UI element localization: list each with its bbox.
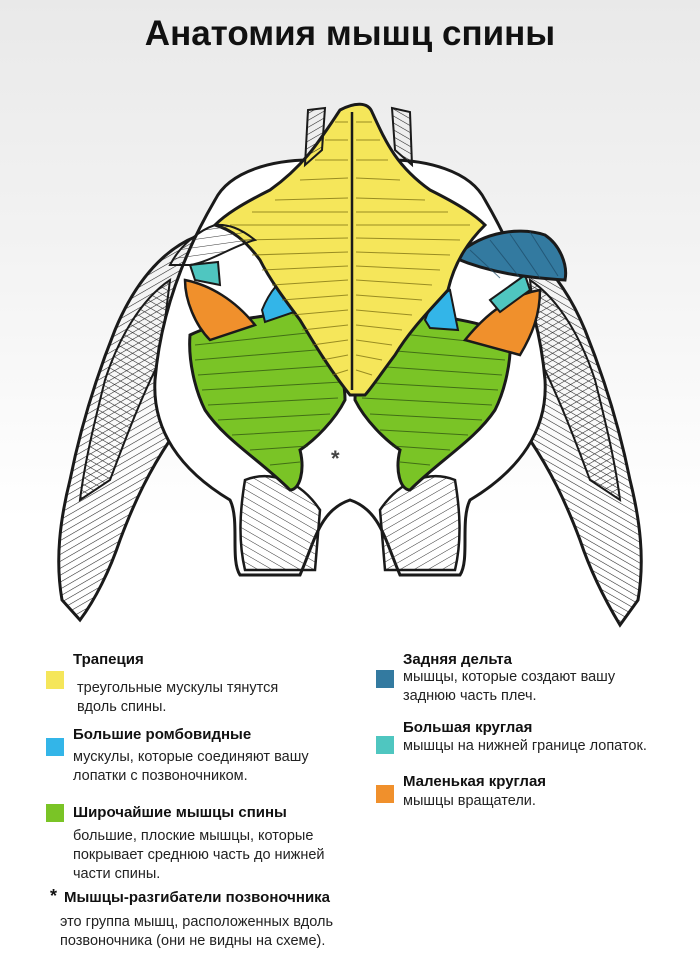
rear-delt-desc: мышцы, которые создают вашу заднюю часть… bbox=[403, 669, 616, 704]
erector-desc: это группа мышц, расположенных вдоль поз… bbox=[60, 914, 334, 949]
page-title: Анатомия мышц спины bbox=[144, 14, 556, 53]
left-teres-major bbox=[188, 260, 222, 287]
teres-major-desc: мышцы на нижней границе лопаток. bbox=[403, 738, 647, 754]
trapezius bbox=[212, 102, 488, 397]
latissimus-desc: большие, плоские мышцы, которые покрывае… bbox=[73, 828, 325, 882]
right-rear-delt bbox=[452, 229, 568, 282]
right-lower-back bbox=[378, 475, 461, 572]
left-neck bbox=[303, 106, 327, 168]
teres-minor-desc: мышцы вращатели. bbox=[403, 793, 536, 809]
trapezius-desc: треугольные мускулы тянутся вдоль спины. bbox=[77, 680, 279, 715]
rhomboids-desc: мускулы, которые соединяют вашу лопатки … bbox=[73, 749, 309, 784]
trapezius-label: Трапеция bbox=[73, 651, 144, 668]
teres-major-label: Большая круглая bbox=[403, 719, 533, 736]
teres-major-swatch bbox=[376, 736, 394, 754]
erector-label: Мышцы-разгибатели позвоночника bbox=[64, 889, 331, 906]
rhomboids-swatch bbox=[46, 738, 64, 756]
right-teres-major bbox=[488, 273, 532, 314]
rear-delt-label: Задняя дельта bbox=[403, 651, 512, 668]
left-teres-minor bbox=[183, 278, 258, 342]
erector-marker: * bbox=[331, 446, 340, 471]
trapezius-swatch bbox=[46, 671, 64, 689]
left-lower-back bbox=[239, 475, 322, 572]
left-shoulder bbox=[168, 223, 258, 266]
erector-star: * bbox=[50, 886, 58, 906]
right-neck bbox=[390, 106, 414, 168]
rhomboids-label: Большие ромбовидные bbox=[73, 726, 252, 743]
latissimus-swatch bbox=[46, 804, 64, 822]
teres-minor-swatch bbox=[376, 785, 394, 803]
teres-minor-label: Маленькая круглая bbox=[403, 773, 547, 790]
rear-delt-swatch bbox=[376, 670, 394, 688]
latissimus-label: Широчайшие мышцы спины bbox=[73, 804, 287, 821]
